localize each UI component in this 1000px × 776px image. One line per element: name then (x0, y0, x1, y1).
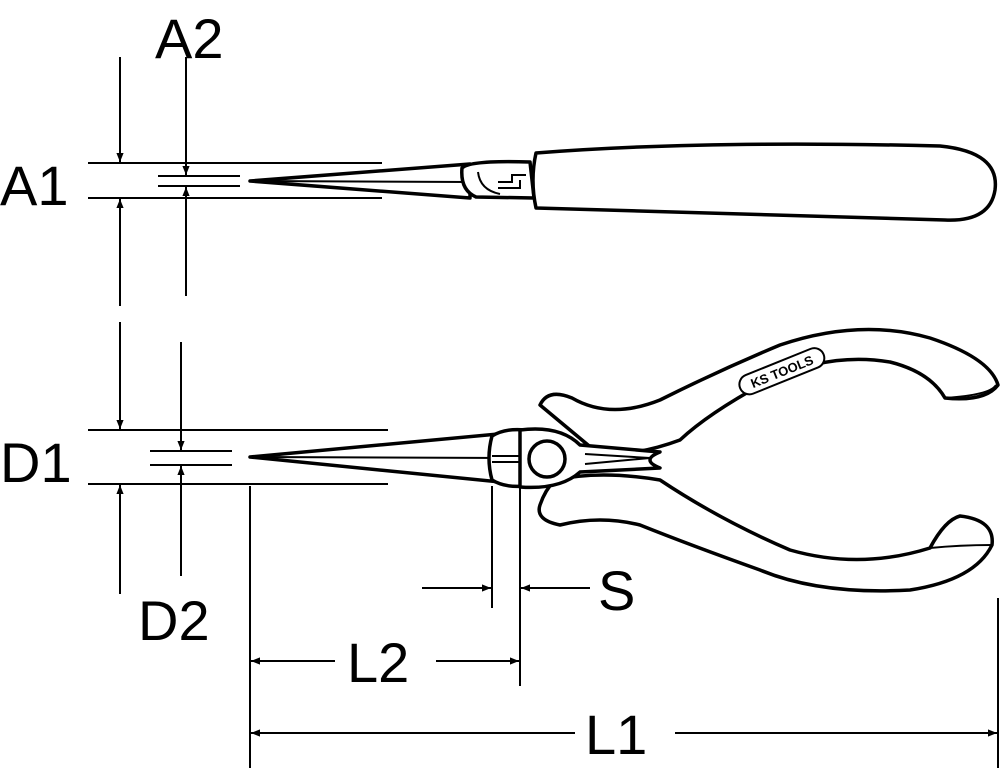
label-l1: L1 (585, 703, 647, 766)
label-d2: D2 (138, 589, 210, 652)
label-a1: A1 (0, 154, 69, 217)
label-s: S (598, 559, 635, 622)
pliers-front-view: KS TOOLS (88, 327, 1000, 593)
label-a2: A2 (155, 7, 224, 70)
label-d1: D1 (0, 431, 72, 494)
label-l2: L2 (347, 631, 409, 694)
pliers-side-view (88, 142, 998, 222)
